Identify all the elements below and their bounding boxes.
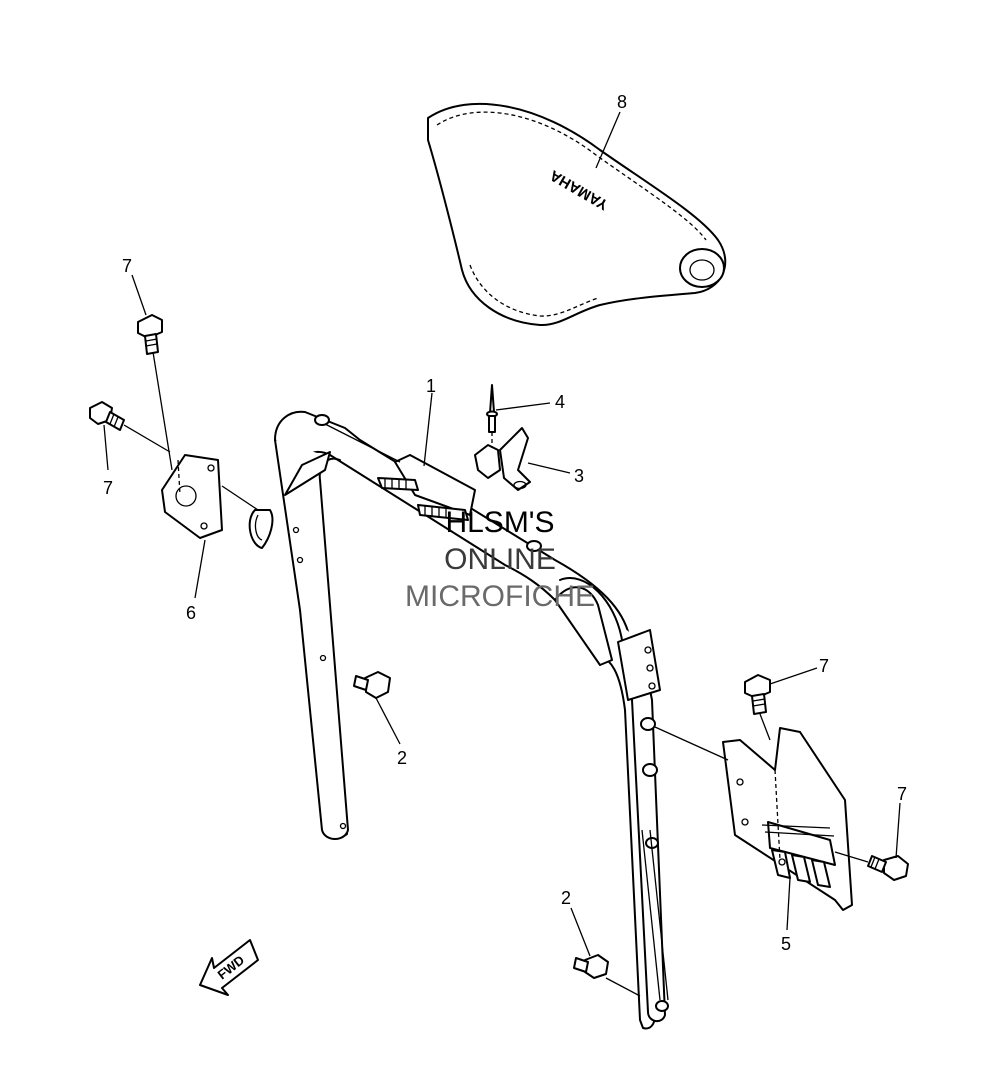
bolt-7-left[interactable] bbox=[89, 401, 125, 431]
callout-1: 1 bbox=[426, 376, 436, 396]
leader-lines bbox=[103, 111, 901, 997]
bolt-7-right-lower[interactable] bbox=[867, 855, 909, 881]
plate-part-5[interactable] bbox=[722, 727, 853, 911]
d-ring[interactable] bbox=[248, 509, 274, 549]
bolt-7-top-left[interactable] bbox=[137, 314, 163, 355]
callout-5: 5 bbox=[781, 934, 791, 954]
watermark: HLSM'S ONLINE MICROFICHE bbox=[405, 506, 595, 613]
watermark-line-2: ONLINE bbox=[444, 543, 556, 576]
pin-part-2-lower[interactable] bbox=[573, 954, 609, 979]
clip-part-3[interactable] bbox=[474, 427, 531, 491]
callout-7-top-left: 7 bbox=[122, 256, 132, 276]
callout-7-left: 7 bbox=[103, 478, 113, 498]
watermark-line-3: MICROFICHE bbox=[405, 580, 595, 613]
rivet-part-4[interactable] bbox=[486, 384, 498, 448]
watermark-line-1: HLSM'S bbox=[445, 506, 554, 539]
fwd-arrow-icon: FWD bbox=[199, 939, 259, 996]
callout-2-upper: 2 bbox=[397, 748, 407, 768]
callout-3: 3 bbox=[574, 466, 584, 486]
callout-4: 4 bbox=[555, 392, 565, 412]
callout-7-right-upper: 7 bbox=[819, 656, 829, 676]
callout-8: 8 bbox=[617, 92, 627, 112]
pin-part-2-upper[interactable] bbox=[353, 671, 391, 699]
callout-2-lower: 2 bbox=[561, 888, 571, 908]
bracket-part-6[interactable] bbox=[161, 454, 223, 539]
handle-frame-part-1[interactable] bbox=[274, 410, 669, 1030]
callout-6: 6 bbox=[186, 603, 196, 623]
seat-part-8[interactable]: YAMAHA bbox=[427, 102, 727, 327]
callout-7-right-lower: 7 bbox=[897, 784, 907, 804]
bolt-7-right-upper[interactable] bbox=[744, 674, 771, 715]
callout-numbers: 8 7 7 6 1 4 3 2 2 7 7 5 bbox=[103, 92, 907, 954]
